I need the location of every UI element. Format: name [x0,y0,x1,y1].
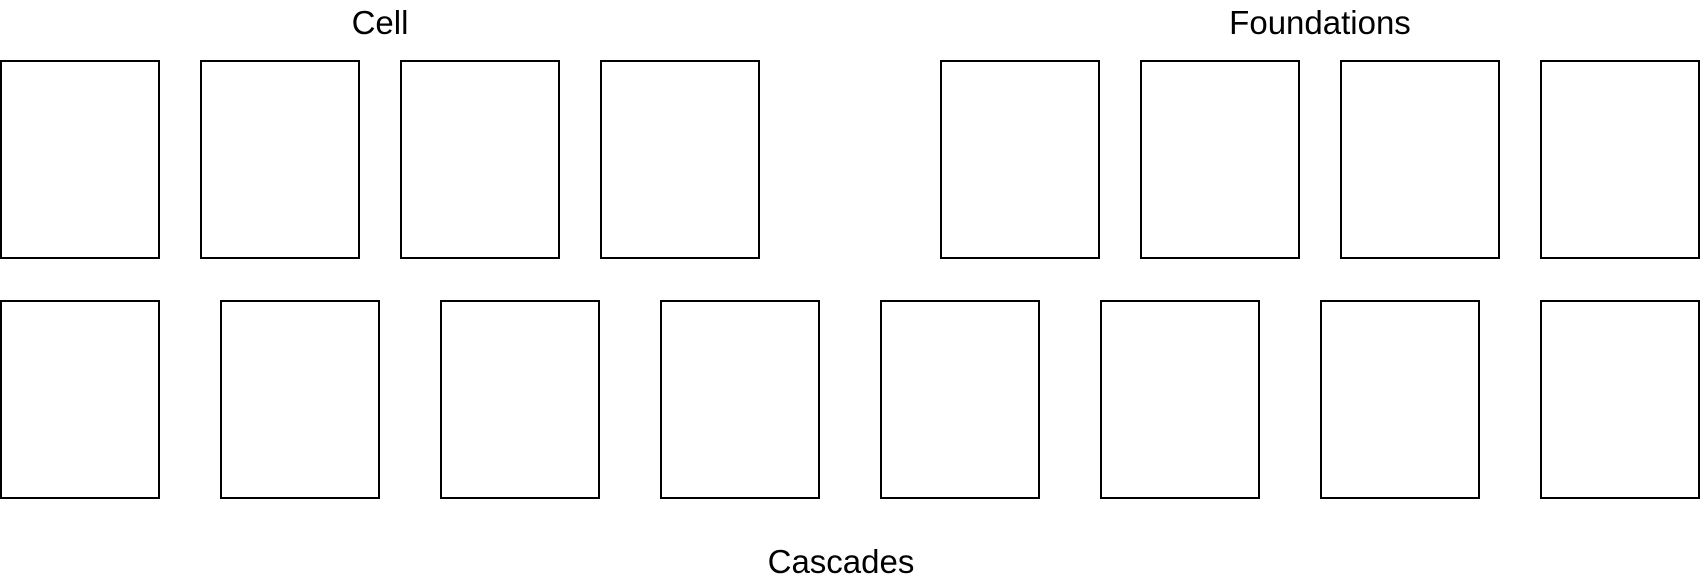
cascade-slot-3[interactable] [440,300,600,499]
cascade-slot-2[interactable] [220,300,380,499]
cell-label: Cell [351,4,409,41]
cell-slot-4[interactable] [600,60,760,259]
foundation-slot-3[interactable] [1340,60,1500,259]
cascade-slot-1[interactable] [0,300,160,499]
cascade-slot-6[interactable] [1100,300,1260,499]
foundations-label: Foundations [1229,4,1411,41]
foundation-slot-4[interactable] [1540,60,1700,259]
cascade-slot-5[interactable] [880,300,1040,499]
cascade-slot-7[interactable] [1320,300,1480,499]
cascades-label: Cascades [767,543,915,580]
cell-slot-2[interactable] [200,60,360,259]
foundation-slot-2[interactable] [1140,60,1300,259]
cascade-slot-4[interactable] [660,300,820,499]
cell-slot-1[interactable] [0,60,160,259]
cell-slot-3[interactable] [400,60,560,259]
foundation-slot-1[interactable] [940,60,1100,259]
cascade-slot-8[interactable] [1540,300,1700,499]
